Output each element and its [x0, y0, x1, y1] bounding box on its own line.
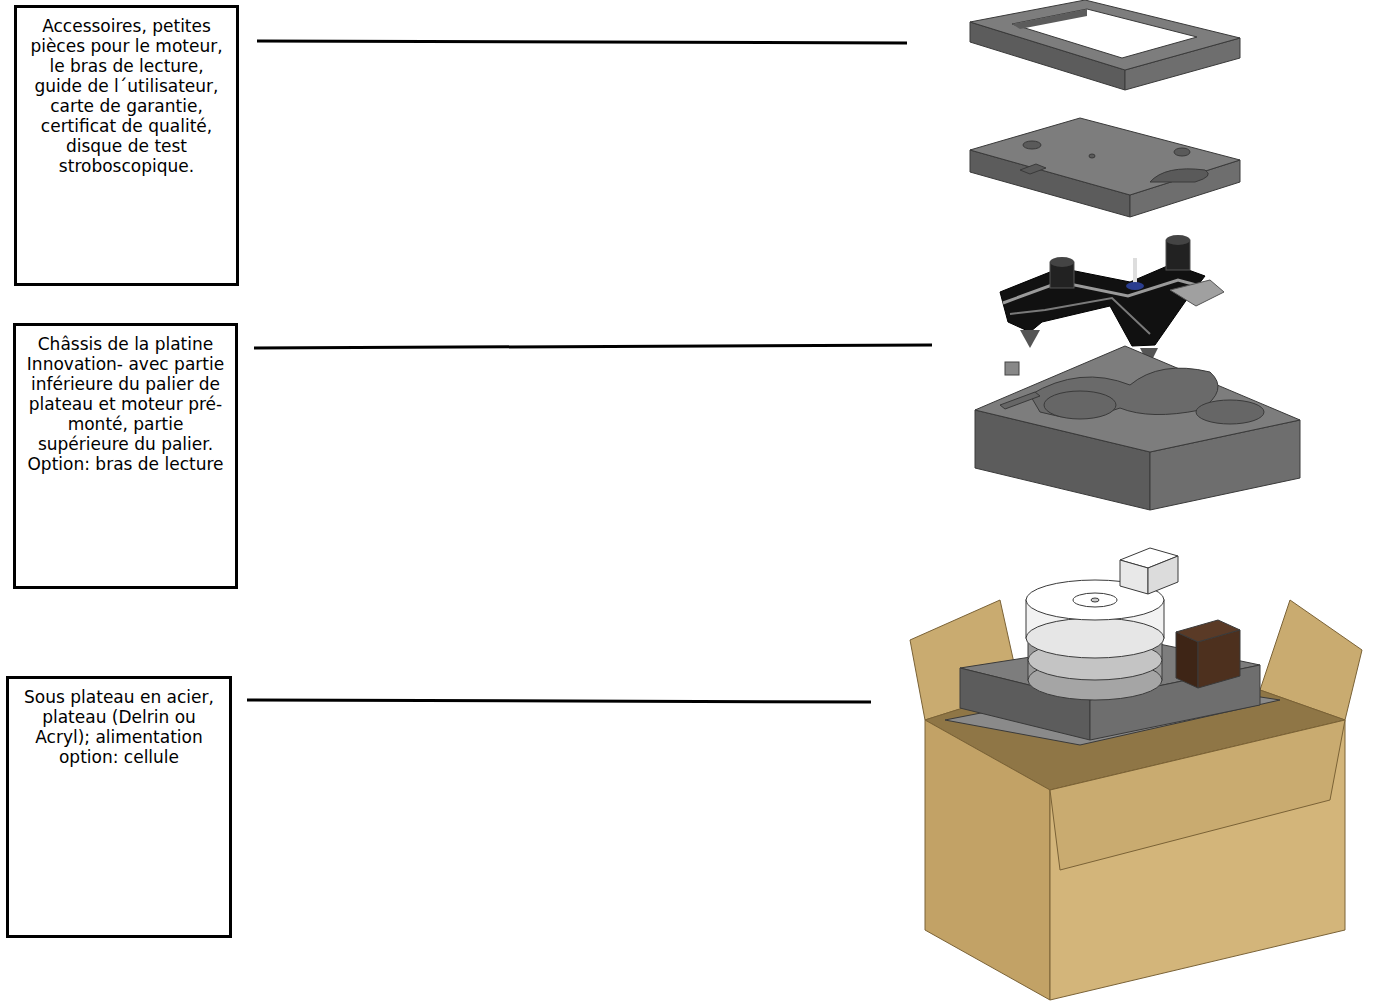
cardboard-box — [910, 600, 1362, 1000]
foam-base — [975, 346, 1300, 510]
text-box: Châssis de la platine Innovation- avec p… — [13, 323, 238, 589]
text-box: Sous plateau en acier, plateau (Delrin o… — [6, 676, 232, 938]
box-text: Sous plateau en acier, plateau (Delrin o… — [19, 687, 219, 767]
foam-plate — [970, 118, 1240, 217]
box-contents — [945, 548, 1280, 745]
leader-lines — [247, 41, 932, 702]
text-box: Accessoires, petites pièces pour le mote… — [14, 5, 239, 286]
box-text: Accessoires, petites pièces pour le mote… — [27, 16, 226, 176]
box-text: Châssis de la platine Innovation- avec p… — [26, 334, 225, 474]
foam-frame — [970, 0, 1240, 90]
